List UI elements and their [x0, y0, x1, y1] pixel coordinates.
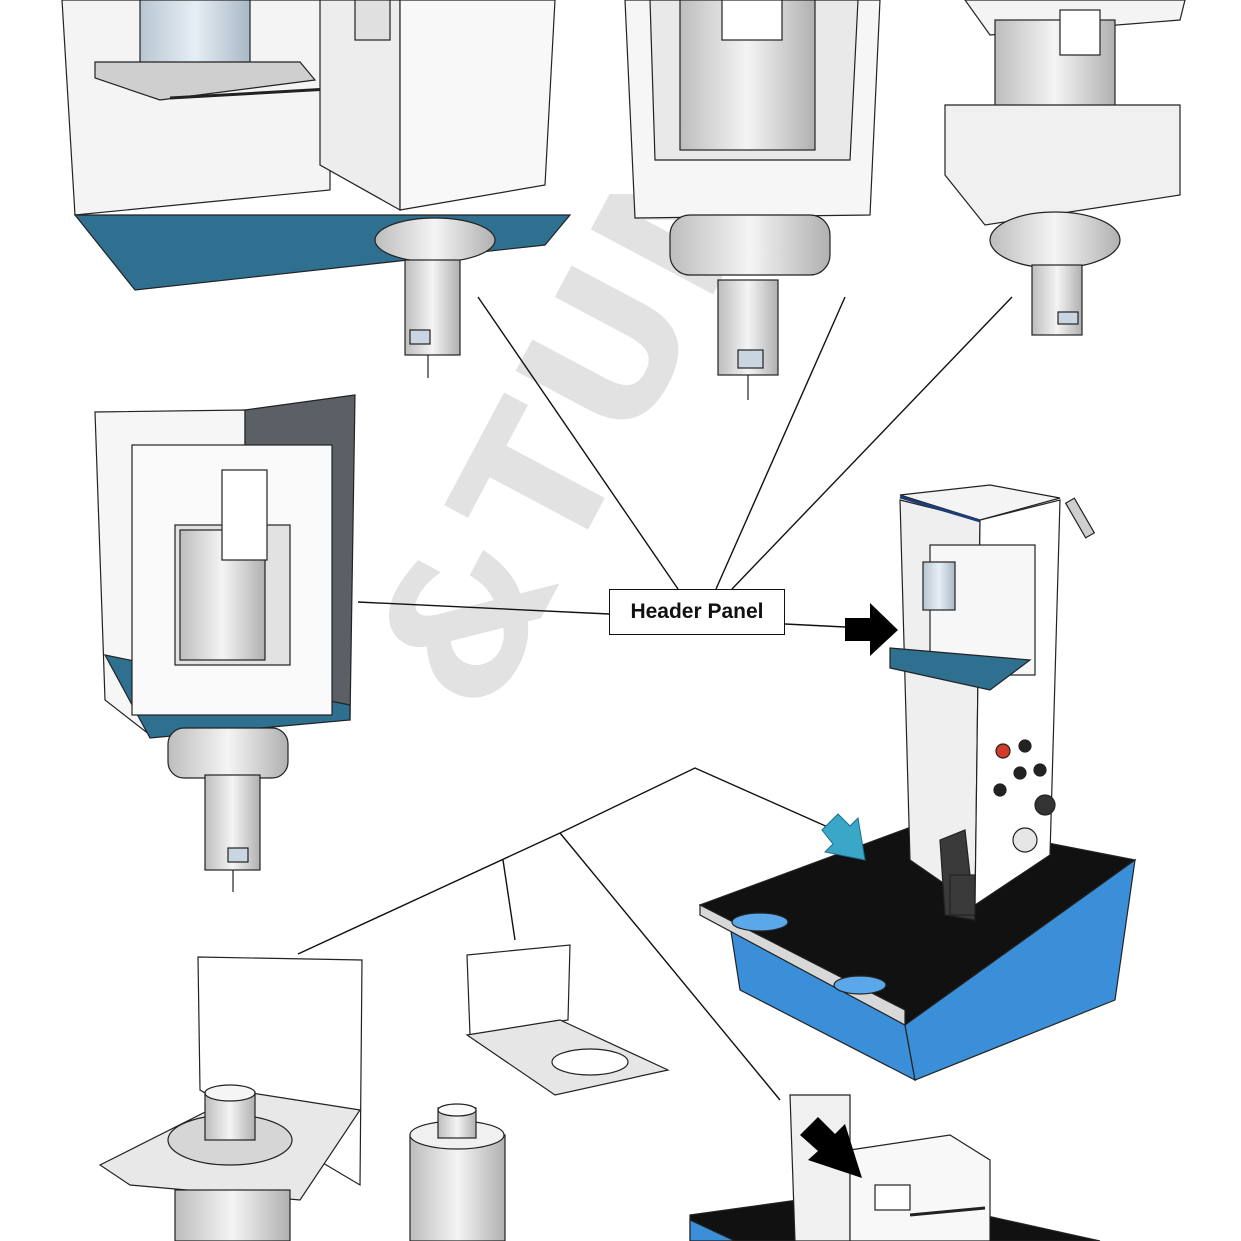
arrow-right-icon	[845, 603, 898, 656]
arrow-down-right-icon	[821, 813, 866, 861]
machine-main	[698, 484, 1137, 1082]
assembly-top-left	[61, 0, 572, 378]
assembly-top-right	[944, 0, 1186, 336]
arrow-right-icon	[800, 1117, 862, 1178]
machine-detail-bottom	[689, 1094, 1101, 1241]
assembly-top-middle	[624, 0, 881, 400]
bracket-small	[465, 944, 670, 1096]
cylinder-component	[409, 1103, 506, 1241]
header-panel-callout: Header Panel	[609, 589, 785, 635]
assembly-middle-left	[94, 394, 356, 892]
leader-lines	[297, 296, 1013, 1101]
bracket-with-cylinder	[98, 956, 363, 1241]
